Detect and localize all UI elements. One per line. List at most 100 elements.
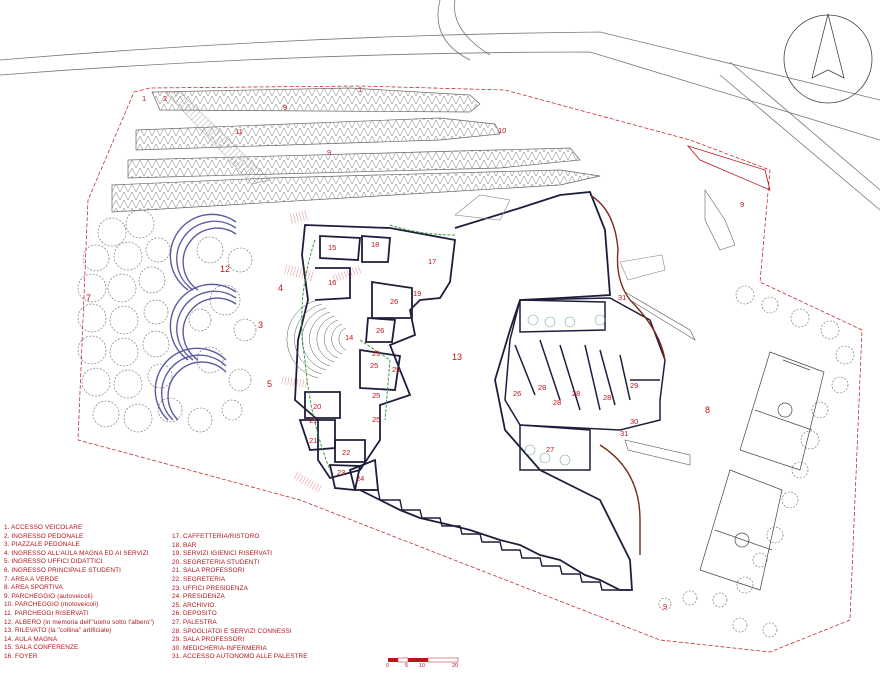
legend-item: 30. MEDICHERIA-INFERMERIA xyxy=(172,644,267,652)
legend-item: 29. SALA PROFESSORI xyxy=(172,636,245,644)
label-28: 28 xyxy=(538,383,546,392)
label-25: 25 xyxy=(372,349,380,358)
legend-item: 20. SEGRETERIA STUDENTI xyxy=(172,558,260,566)
label-3: 3 xyxy=(258,320,263,330)
building-gym-wing xyxy=(504,297,666,471)
label-21: 21 xyxy=(309,436,317,445)
scale-bar xyxy=(388,657,459,663)
scale-tick-10: 10 xyxy=(419,663,426,669)
legend-item: 14. AULA MAGNA xyxy=(4,635,58,643)
legend-column-2: 17. CAFFETTERIA/RISTORO 18. BAR 19. SERV… xyxy=(172,533,308,662)
label-15: 15 xyxy=(328,243,336,252)
legend-item: 21. SALA PROFESSORI xyxy=(172,567,245,575)
label-24: 24 xyxy=(356,474,364,483)
label-1: 1 xyxy=(142,94,146,103)
legend-item: 9. PARCHEGGIO (autoveicoli) xyxy=(4,592,93,600)
parking-rows xyxy=(111,87,601,213)
aula-magna-seating xyxy=(286,299,347,379)
label-21: 21 xyxy=(309,416,317,425)
brown-curved-wall xyxy=(589,194,666,555)
road-lines xyxy=(0,0,880,211)
ramp-stairs xyxy=(704,189,736,251)
legend-item: 15. SALA CONFERENZE xyxy=(4,644,79,652)
stair-accents xyxy=(281,209,363,493)
label-25: 25 xyxy=(372,415,380,424)
scale-tick-5: 5 xyxy=(405,663,409,669)
legend-item: 3. PIAZZALE PEDONALE xyxy=(4,541,80,549)
legend-item: 18. BAR xyxy=(172,541,197,549)
building-west-wing xyxy=(294,224,456,491)
label-2: 2 xyxy=(163,94,167,103)
legend-item: 28. SPOGLIATOI E SERVIZI CONNESSI xyxy=(172,627,292,635)
label-9: 9 xyxy=(283,103,287,112)
label-28: 28 xyxy=(572,389,580,398)
label-18: 18 xyxy=(371,240,379,249)
hill-outline xyxy=(359,191,633,591)
label-31: 31 xyxy=(618,293,626,302)
sports-courts xyxy=(699,351,825,591)
label-25: 25 xyxy=(372,391,380,400)
room-labels: 1 1 2 3 4 5 7 8 9 9 9 9 10 11 12 13 14 1… xyxy=(86,85,744,611)
legend-item: 2. INGRESSO PEDONALE xyxy=(4,532,84,540)
label-10: 10 xyxy=(498,126,506,135)
ramp-east-2 xyxy=(624,439,691,466)
legend-item: 1. ACCESSO VEICOLARE xyxy=(4,524,83,531)
label-26: 26 xyxy=(376,326,384,335)
label-31: 31 xyxy=(620,429,628,438)
label-19: 19 xyxy=(413,289,421,298)
gym-courts-mini xyxy=(524,314,606,466)
ramp xyxy=(686,145,771,191)
label-22: 22 xyxy=(342,448,350,457)
site-boundary xyxy=(77,85,863,653)
label-4: 4 xyxy=(278,283,283,293)
label-13: 13 xyxy=(452,352,462,362)
legend-item: 12. ALBERO (in memoria dell'"uomo sotto … xyxy=(4,618,155,626)
legend-item: 4. INGRESSO ALL'AULA MAGNA ED AI SERVIZI xyxy=(4,549,149,557)
legend-item: 19. SERVIZI IGIENICI RISERVATI xyxy=(172,550,273,558)
label-28: 28 xyxy=(603,393,611,402)
scale-tick-20: 20 xyxy=(452,663,459,669)
label-9: 9 xyxy=(327,148,331,157)
label-8: 8 xyxy=(705,405,710,415)
legend-item: 27. PALESTRA xyxy=(172,618,217,626)
label-7: 7 xyxy=(86,293,91,303)
tree-area-left xyxy=(77,209,257,433)
label-1: 1 xyxy=(358,85,362,94)
north-entry-block xyxy=(454,194,511,221)
label-25: 25 xyxy=(392,365,400,374)
legend-item: 24. PRESIDENZA xyxy=(172,593,225,601)
label-23: 23 xyxy=(337,468,345,477)
legend-item: 16. FOYER xyxy=(4,652,38,660)
label-9: 9 xyxy=(740,200,744,209)
label-27: 27 xyxy=(546,445,554,454)
legend-item: 7. AREA A VERDE xyxy=(4,575,59,583)
legend-item: 25. ARCHIVIO. xyxy=(172,601,217,609)
legend-item: 17. CAFFETTERIA/RISTORO xyxy=(172,533,260,540)
label-26: 26 xyxy=(513,389,521,398)
legend-item: 22. SEGRETERIA xyxy=(172,575,226,583)
label-30: 30 xyxy=(630,417,638,426)
legend-item: 23. UFFICI PRESIDENZA xyxy=(172,584,248,592)
label-14: 14 xyxy=(345,333,353,342)
legend-item: 6. INGRESSO PRINCIPALE STUDENTI xyxy=(4,566,121,574)
label-20: 20 xyxy=(313,402,321,411)
ramp-east xyxy=(624,291,696,341)
tree-area-right xyxy=(658,285,855,638)
legend-item: 8. AREA SPORTIVA xyxy=(4,584,63,592)
label-26: 26 xyxy=(390,297,398,306)
label-17: 17 xyxy=(428,257,436,266)
legend-column-1: 1. ACCESSO VEICOLARE 2. INGRESSO PEDONAL… xyxy=(4,524,154,662)
label-5: 5 xyxy=(267,379,272,389)
cafeteria-terrace xyxy=(619,254,666,281)
label-12: 12 xyxy=(220,264,230,274)
legend-item: 31. ACCESSO AUTONOMO ALLE PALESTRE xyxy=(172,653,308,661)
label-29: 29 xyxy=(630,381,638,390)
label-9: 9 xyxy=(663,602,667,611)
legend-item: 13. RILEVATO (la "collina" artificiale) xyxy=(4,627,112,635)
legend-item: 5. INGRESSO UFFICI DIDATTICI xyxy=(4,558,103,566)
label-11: 11 xyxy=(235,127,243,136)
legend-item: 11. PARCHEGGI RISERVATI xyxy=(4,609,89,617)
label-25: 25 xyxy=(370,361,378,370)
north-arrow-icon xyxy=(783,13,873,104)
